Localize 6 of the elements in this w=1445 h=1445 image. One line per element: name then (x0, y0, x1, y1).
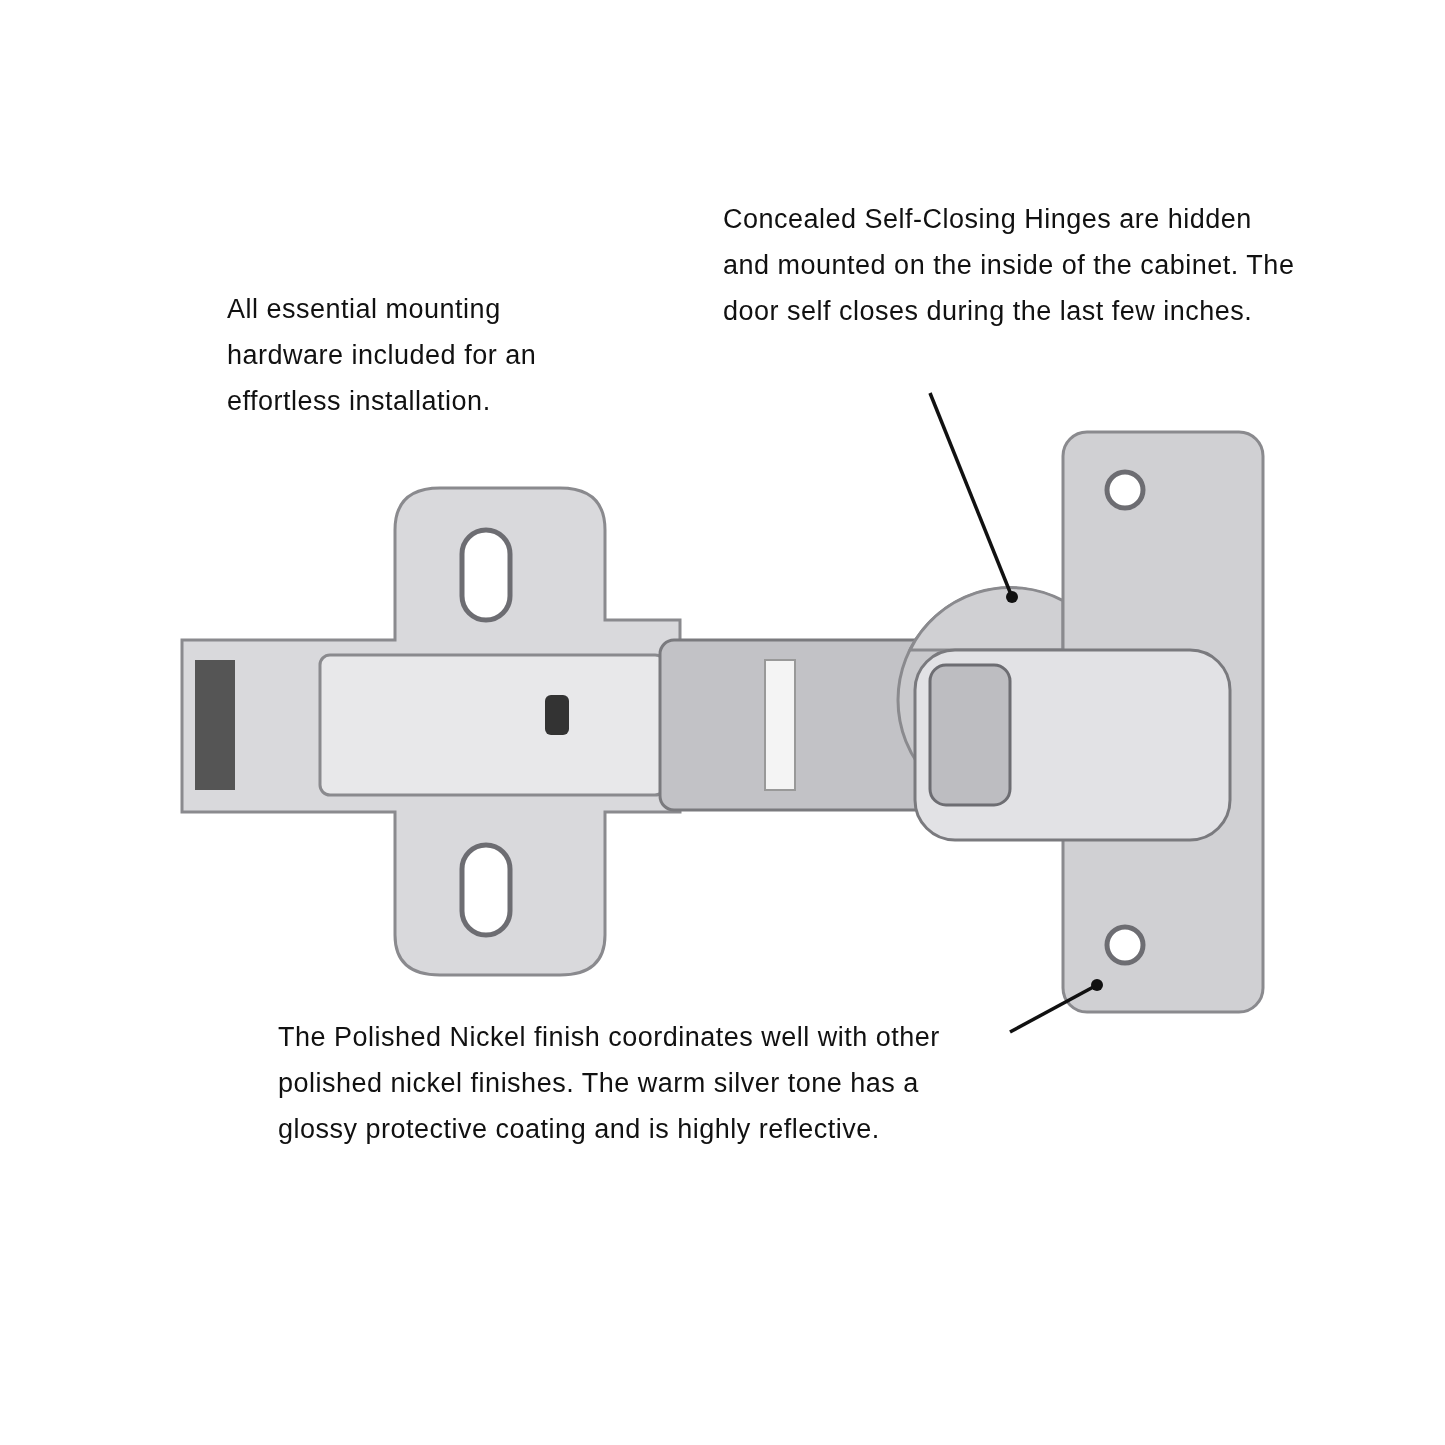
callout-text: The Polished Nickel finish coordinates well with other polished nickel finishes. The warm silver tone has a glossy protective coating and is highly reflective. (278, 1021, 941, 1146)
callout-text: Concealed Self-Closing Hinges are hidden and mounted on the inside of the cabinet. The door self closes during the last few inches. (723, 203, 1296, 328)
feature-note: All essential mounting hardware included for an effortless installation. (227, 293, 538, 418)
hinge-cup (908, 586, 1065, 652)
leader-line (1009, 979, 1103, 1034)
leader-line (928, 392, 1018, 603)
